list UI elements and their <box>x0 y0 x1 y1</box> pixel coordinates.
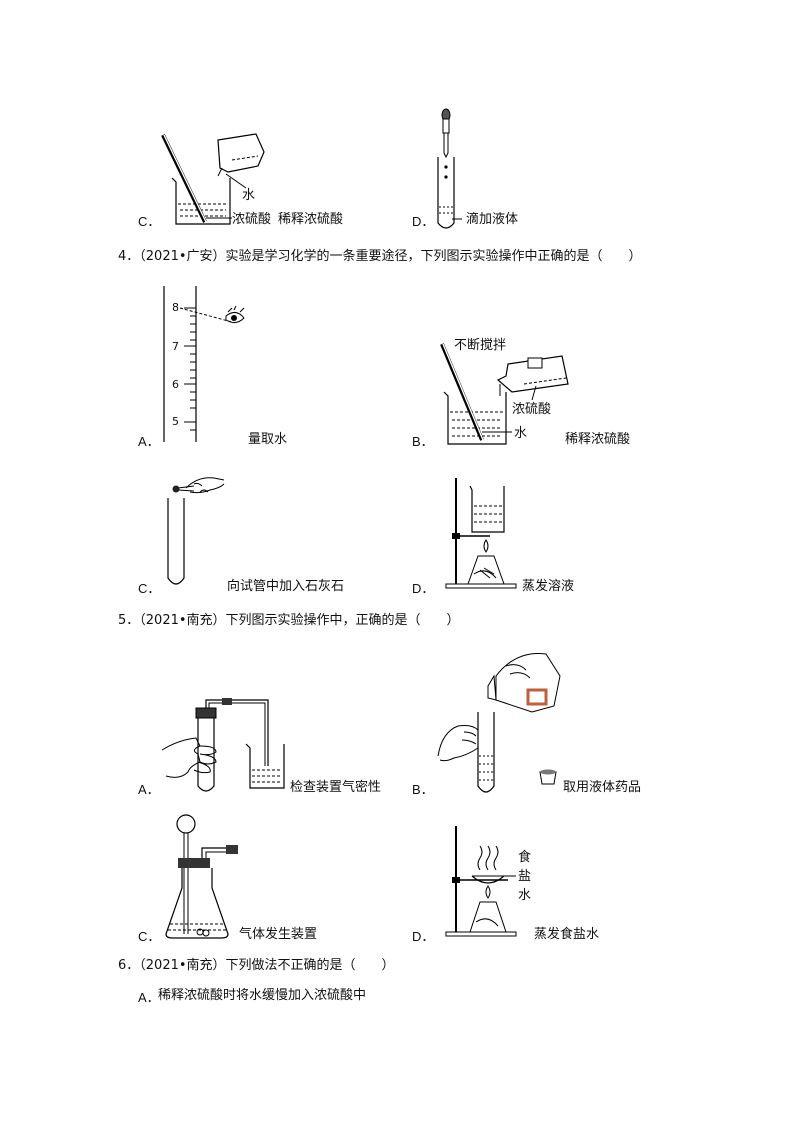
option-label[interactable]: C． <box>138 214 161 229</box>
fig-label-water: 水 <box>242 188 256 203</box>
option-label[interactable]: C． <box>138 581 161 596</box>
option-text: 稀释浓硫酸时将水缓慢加入浓硫酸中 <box>158 988 367 1003</box>
question-4-stem: 4．（2021•广安）实验是学习化学的一条重要途径，下列图示实验操作中正确的是（… <box>118 249 642 264</box>
option-label[interactable]: D． <box>412 581 435 596</box>
scale-label-6: 6 <box>172 378 179 391</box>
fig-label-water: 水 <box>514 426 528 441</box>
option-caption: 量取水 <box>248 432 288 447</box>
option-caption: 取用液体药品 <box>563 780 642 795</box>
scale-label-8: 8 <box>172 301 179 314</box>
fig-label-shi: 食 <box>518 850 532 865</box>
fig-label-yan: 盐 <box>518 869 532 884</box>
option-caption: 蒸发食盐水 <box>534 927 600 942</box>
fig-label-conc-acid: 浓硫酸 <box>512 402 552 417</box>
option-caption: 滴加液体 <box>466 212 519 227</box>
option-caption: 稀释浓硫酸 <box>565 432 631 447</box>
dilute-acid-wrong-figure <box>160 130 270 230</box>
question-6-stem: 6．（2021•南充）下列做法不正确的是（ ） <box>118 958 395 973</box>
graduated-cylinder-figure <box>160 286 260 446</box>
gas-generator-figure <box>162 810 238 944</box>
option-caption: 检查装置气密性 <box>290 780 382 795</box>
option-caption: 蒸发溶液 <box>522 579 575 594</box>
option-label[interactable]: B． <box>412 434 434 449</box>
scale-label-5: 5 <box>172 415 179 428</box>
option-caption: 气体发生装置 <box>239 927 318 942</box>
fig-label-stir: 不断搅拌 <box>454 338 507 353</box>
option-caption: 向试管中加入石灰石 <box>227 579 345 594</box>
fig-label-conc-acid: 浓硫酸 <box>232 212 272 227</box>
question-5-stem: 5．（2021•南充）下列图示实验操作中，正确的是（ ） <box>118 613 460 628</box>
airtightness-check-figure <box>160 698 290 796</box>
evaporation-beaker-figure <box>438 474 528 594</box>
dropper-figure <box>432 105 462 235</box>
option-caption: 稀释浓硫酸 <box>278 212 344 227</box>
dilute-acid-figure <box>436 340 576 450</box>
option-label[interactable]: D． <box>412 929 435 944</box>
scale-label-7: 7 <box>172 340 179 353</box>
option-label[interactable]: D． <box>412 214 435 229</box>
option-label[interactable]: C． <box>138 929 161 944</box>
option-label[interactable]: A． <box>138 782 160 797</box>
pour-liquid-figure <box>436 646 566 796</box>
option-label[interactable]: B． <box>412 782 434 797</box>
evaporate-salt-water-figure <box>438 826 528 942</box>
fig-label-shui: 水 <box>518 888 532 903</box>
test-tube-add-solid-figure <box>164 474 228 590</box>
option-label[interactable]: A． <box>138 434 160 449</box>
option-label[interactable]: A． <box>138 990 160 1005</box>
